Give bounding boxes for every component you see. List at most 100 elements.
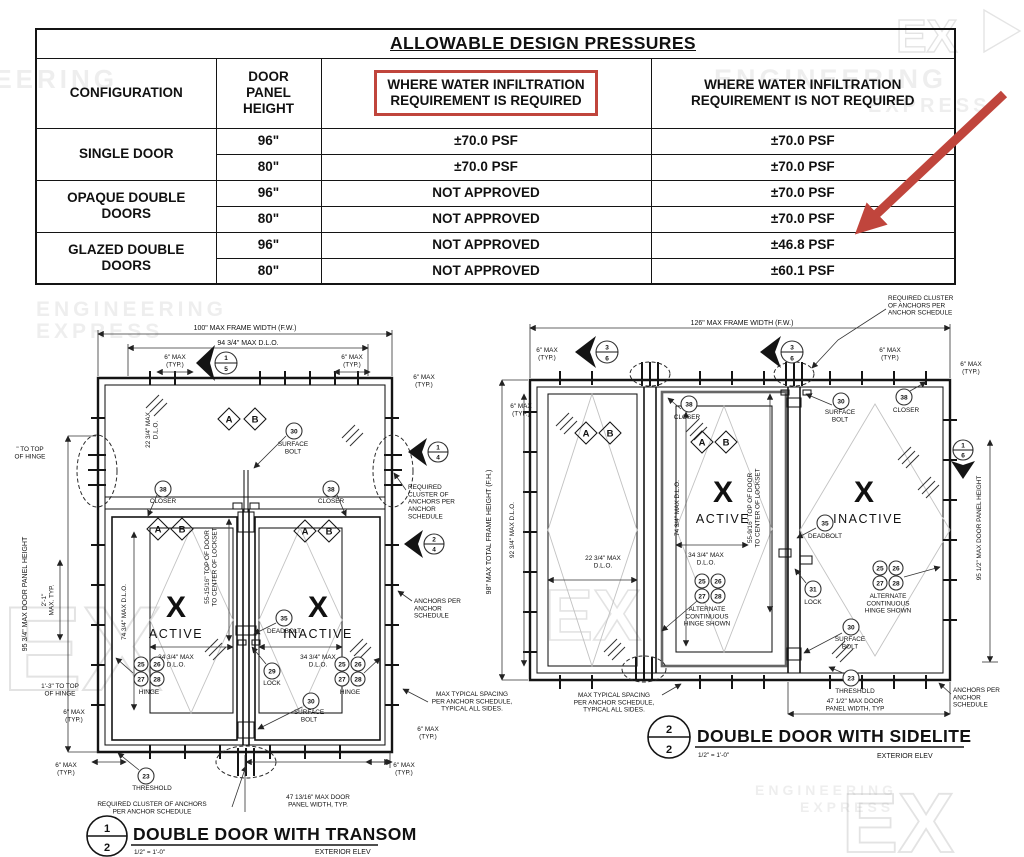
anchor-cluster-ellipse bbox=[76, 434, 118, 508]
svg-text:6: 6 bbox=[961, 453, 965, 460]
cell-not-required: ±46.8 PSF bbox=[650, 231, 956, 259]
cell-height: 80" bbox=[215, 257, 322, 285]
svg-text:26: 26 bbox=[892, 566, 900, 573]
sheet-number: 2 bbox=[104, 842, 110, 854]
svg-text:38: 38 bbox=[685, 402, 693, 409]
svg-text:THRESHOLD: THRESHOLD bbox=[132, 785, 172, 792]
svg-text:30: 30 bbox=[290, 429, 298, 436]
dim-hinge-spacing: 2'-1"MAX. TYP. bbox=[41, 584, 55, 615]
extension-lines bbox=[68, 435, 98, 753]
dim-transom-dlo: 22 3/4" MAXD.L.O. bbox=[145, 411, 159, 447]
dim-frame-width: 126" MAX FRAME WIDTH (F.W.) bbox=[691, 320, 794, 327]
leader bbox=[661, 683, 682, 696]
svg-text:2: 2 bbox=[432, 537, 436, 544]
dim-panel-dlo-height: 74 3/4" MAX D.L.O. bbox=[674, 480, 681, 536]
svg-text:B: B bbox=[607, 429, 614, 440]
anchor-cluster-ellipse bbox=[621, 655, 667, 683]
table-title: ALLOWABLE DESIGN PRESSURES bbox=[390, 33, 696, 54]
svg-text:B: B bbox=[326, 527, 333, 538]
label-inactive: INACTIVE bbox=[833, 512, 903, 526]
dim-six-max: 6" MAX(TYP.) bbox=[341, 354, 363, 368]
svg-text:A: A bbox=[699, 438, 706, 449]
svg-text:B: B bbox=[252, 415, 259, 426]
leader bbox=[231, 765, 248, 808]
callout-deadbolt: 35 DEADBOLT bbox=[253, 609, 301, 635]
cell-required: NOT APPROVED bbox=[320, 231, 652, 259]
callout-closer-inactive: 38 CLOSER bbox=[318, 480, 347, 517]
leader bbox=[393, 472, 407, 491]
drawing-double-door-with-transom: 100" MAX FRAME WIDTH (F.W.) 94 3/4" MAX … bbox=[15, 325, 513, 857]
dim-panel-height: 95 1/2" MAX DOOR PANEL HEIGHT bbox=[976, 476, 983, 581]
leader bbox=[397, 590, 413, 602]
door-frame-inner bbox=[536, 386, 944, 674]
callout-threshold: 23 THRESHOLD bbox=[117, 752, 172, 792]
table-row: OPAQUE DOUBLE DOORS 96" NOT APPROVED ±70… bbox=[35, 179, 956, 233]
watermark-ex-logo: EX bbox=[545, 576, 641, 656]
table-row: GLAZED DOUBLE DOORS 96" NOT APPROVED ±46… bbox=[35, 231, 956, 285]
door-frame-inner bbox=[104, 384, 386, 746]
drawing-scale: 1/2" = 1'-0" bbox=[134, 849, 165, 856]
cell-height: 80" bbox=[215, 153, 322, 181]
dim-six-max: 6" MAX(TYP.) bbox=[536, 347, 558, 361]
drawing-view: EXTERIOR ELEV bbox=[315, 849, 371, 856]
dim-six-max: 6" MAX(TYP.) bbox=[413, 374, 435, 388]
watermark-text: EXPRESS bbox=[36, 320, 163, 343]
sidelite-mullion bbox=[643, 387, 657, 673]
watermark-text: EXPRESS bbox=[800, 799, 894, 815]
watermark-text: ENGINEERING bbox=[755, 782, 897, 798]
svg-text:HINGE: HINGE bbox=[340, 689, 360, 696]
dim-six-max: 6" MAX(TYP.) bbox=[417, 726, 439, 740]
dim-six-max: 6" MAX(TYP.) bbox=[55, 762, 77, 776]
glass-type-markers: A B A B bbox=[574, 421, 738, 454]
callout-hinge-right: 25 26 27 28 HINGE bbox=[334, 656, 381, 696]
table-title-cell: ALLOWABLE DESIGN PRESSURES bbox=[35, 28, 956, 59]
active-leaf bbox=[660, 390, 788, 668]
svg-text:1: 1 bbox=[436, 445, 440, 452]
cell-not-required: ±70.0 PSF bbox=[650, 127, 956, 155]
dim-panel-height: 95 3/4" MAX DOOR PANEL HEIGHT bbox=[22, 536, 29, 651]
dim-lockset: 55-9/16" TOP OF DOORTO CENTER OF LOCKSET bbox=[747, 468, 761, 547]
detail-number: 1 bbox=[104, 823, 110, 835]
svg-text:27: 27 bbox=[698, 594, 706, 601]
cell-height: 96" bbox=[215, 179, 322, 207]
cell-not-required: ±60.1 PSF bbox=[650, 257, 956, 285]
leader bbox=[811, 308, 887, 369]
drawing-scale: 1/2" = 1'-0" bbox=[698, 752, 729, 759]
dim-six-max: 6" MAX(TYP.) bbox=[960, 361, 982, 375]
svg-text:28: 28 bbox=[153, 677, 161, 684]
svg-text:A: A bbox=[583, 429, 590, 440]
callout-closer-active: 38 CLOSER bbox=[667, 395, 701, 421]
dim-six-max: 6" MAX(TYP.) bbox=[164, 354, 186, 368]
table-row: 80" NOT APPROVED ±60.1 PSF bbox=[36, 257, 956, 285]
dim-sidelite-dlo-height: 92 3/4" MAX D.L.O. bbox=[509, 502, 516, 558]
sheet-number: 2 bbox=[666, 744, 672, 756]
svg-text:1: 1 bbox=[224, 355, 228, 362]
callout-threshold: 23 THRESHOLD bbox=[828, 666, 875, 695]
watermark-arrow bbox=[983, 8, 1022, 54]
svg-text:4: 4 bbox=[436, 455, 440, 462]
extension-lines bbox=[787, 682, 951, 714]
meeting-stile bbox=[787, 387, 801, 673]
glass-x-inactive: X bbox=[308, 591, 328, 624]
svg-text:25: 25 bbox=[698, 579, 706, 586]
svg-text:3: 3 bbox=[790, 345, 794, 352]
svg-text:25: 25 bbox=[338, 662, 346, 669]
cell-height: 96" bbox=[215, 127, 322, 155]
svg-text:3: 3 bbox=[605, 345, 609, 352]
header-infiltration-not-required: WHERE WATER INFILTRATION REQUIREMENT IS … bbox=[650, 57, 956, 129]
svg-text:23: 23 bbox=[847, 676, 855, 683]
active-dlo bbox=[149, 527, 234, 714]
extension-lines bbox=[529, 324, 951, 378]
svg-text:23: 23 bbox=[142, 774, 150, 781]
